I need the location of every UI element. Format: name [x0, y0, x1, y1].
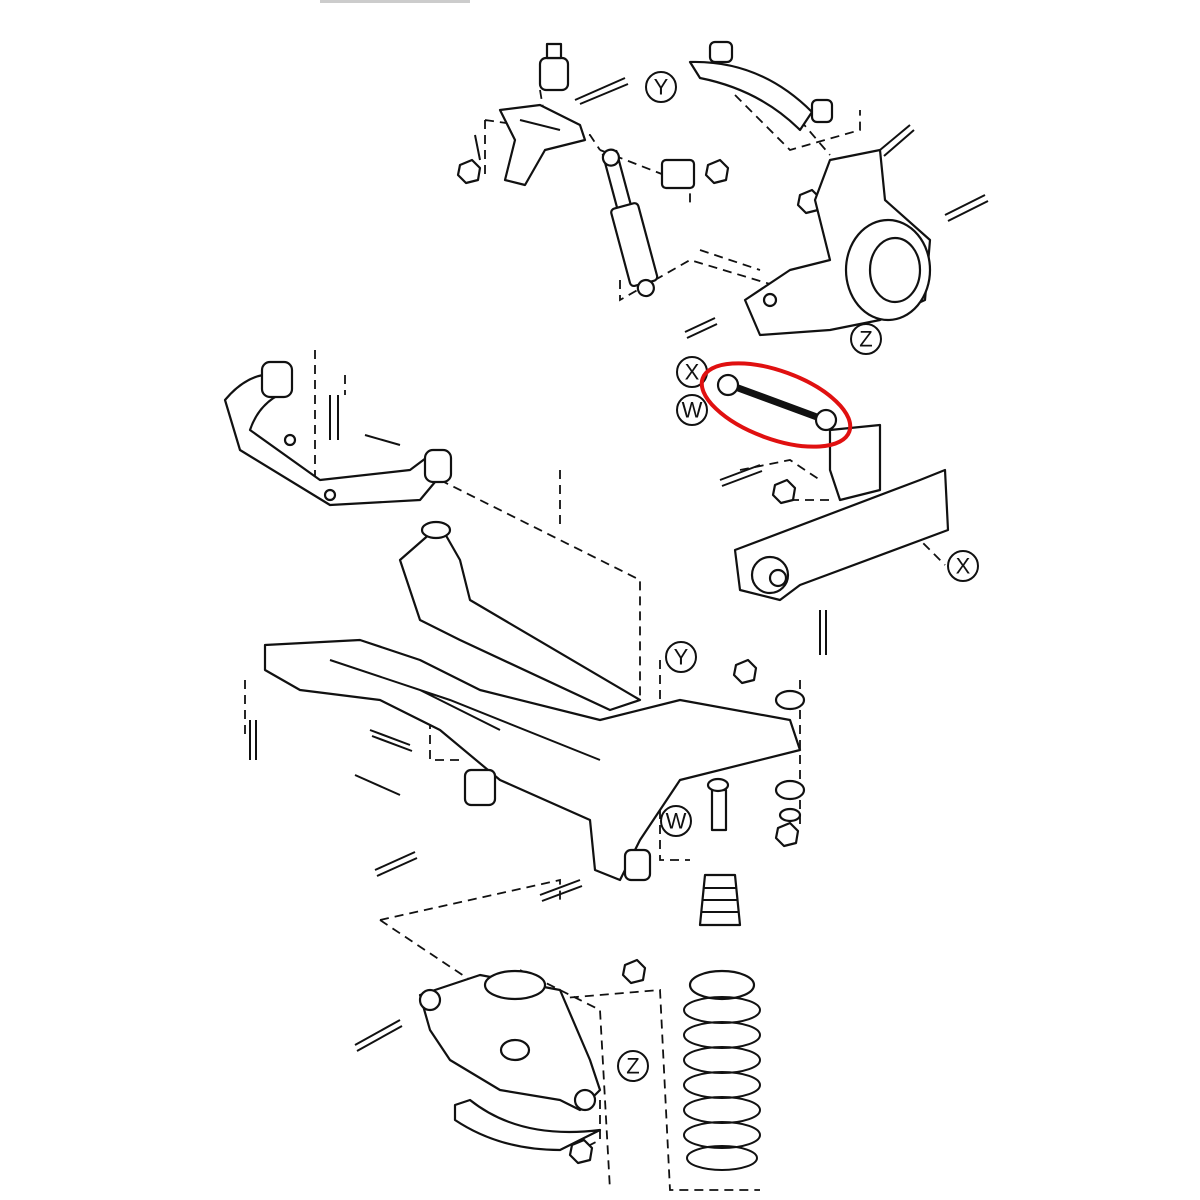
- trailing-arm: [733, 423, 950, 602]
- nuts: [456, 158, 822, 1165]
- callout-label: W: [682, 398, 703, 423]
- callout-x-link: X: [676, 356, 708, 388]
- callout-label: Z: [626, 1054, 639, 1079]
- callout-label: X: [956, 554, 971, 579]
- stabilizer-bushing: [660, 158, 696, 190]
- callout-z-lower: Z: [617, 1050, 649, 1082]
- upper-control-arm: [688, 40, 834, 132]
- shock-bracket: [498, 103, 587, 187]
- callout-label: W: [666, 809, 687, 834]
- shock-absorber: [601, 148, 659, 298]
- bolts: [249, 77, 989, 1052]
- crossmember: [263, 520, 802, 882]
- top-mount: [538, 42, 570, 92]
- callout-label: X: [685, 360, 700, 385]
- callout-label: Y: [654, 75, 669, 100]
- callout-label: Z: [859, 327, 872, 352]
- callout-z-knuckle: Z: [850, 323, 882, 355]
- top-edge-bar: [320, 0, 470, 3]
- callout-w-link: W: [676, 394, 708, 426]
- bump-stop: [698, 689, 806, 927]
- knuckle: [743, 148, 932, 337]
- adjustable-link: [716, 373, 838, 432]
- callout-y-top: Y: [645, 71, 677, 103]
- callout-label: Y: [674, 645, 689, 670]
- left-upper-arm: [223, 360, 453, 507]
- coil-spring: [683, 969, 761, 1171]
- callout-w-frame: W: [660, 805, 692, 837]
- callout-y-frame: Y: [665, 641, 697, 673]
- lower-control-arm: [418, 969, 602, 1152]
- callout-x-arm: X: [947, 550, 979, 582]
- highlight-ellipse: [699, 361, 853, 449]
